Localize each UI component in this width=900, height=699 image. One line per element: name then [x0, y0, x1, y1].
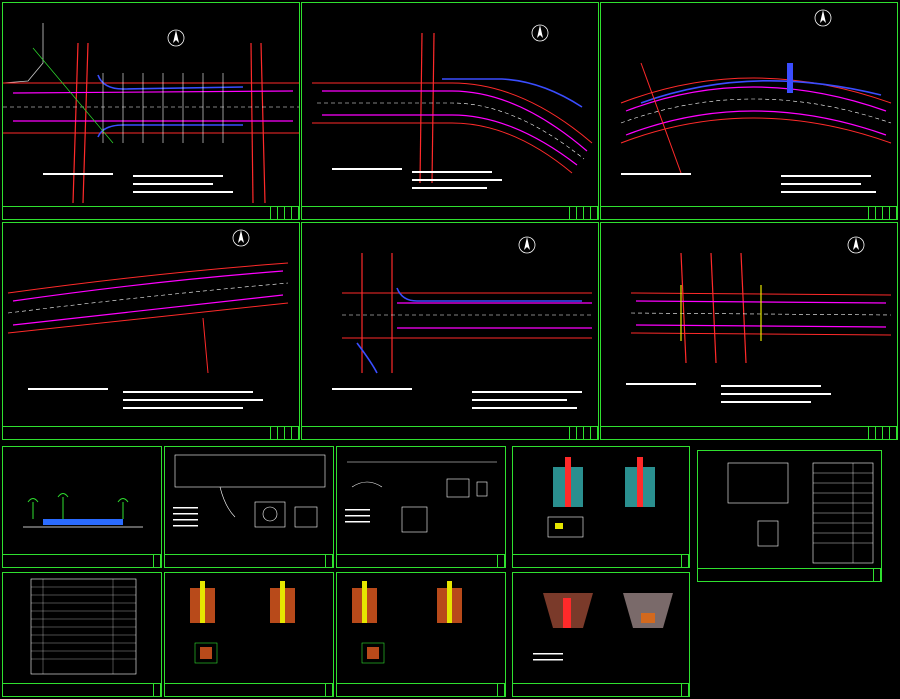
- table-sheet[interactable]: [697, 450, 882, 582]
- detail-sheet-a[interactable]: [164, 446, 334, 568]
- title-block-2: [302, 206, 598, 219]
- well-detail-drawing-a: [190, 581, 295, 664]
- title-block-1: [3, 206, 299, 219]
- detail-drawing-a: [173, 454, 326, 528]
- list-sheet[interactable]: [2, 572, 162, 697]
- plan-sheet-5[interactable]: [301, 222, 599, 440]
- schedule-table-drawing: [727, 462, 874, 564]
- title-block-3: [601, 206, 897, 219]
- pit-detail-drawing: [547, 457, 655, 538]
- detail-drawing-b: [345, 461, 497, 533]
- well-detail-drawing-b: [352, 581, 462, 664]
- plan-sheet-4[interactable]: [2, 222, 300, 440]
- plan-drawing-4: [7, 229, 289, 409]
- pit-detail-sheet[interactable]: [512, 446, 690, 568]
- plan-sheet-6[interactable]: [600, 222, 898, 440]
- well-detail-sheet-b[interactable]: [336, 572, 506, 697]
- plan-sheet-3[interactable]: [600, 2, 898, 220]
- title-block-4: [3, 426, 299, 439]
- detail-sheet-b[interactable]: [336, 446, 506, 568]
- cross-section-drawing: [23, 493, 143, 528]
- plan-drawing-3: [620, 9, 892, 193]
- plan-sheet-1[interactable]: [2, 2, 300, 220]
- plan-drawing-1: [3, 23, 299, 204]
- foundation-sheet[interactable]: [512, 572, 690, 697]
- foundation-drawing: [533, 593, 673, 661]
- plan-drawing-6: [626, 236, 892, 403]
- drawing-list-table: [30, 578, 137, 675]
- title-block-5: [302, 426, 598, 439]
- well-detail-sheet-a[interactable]: [164, 572, 334, 697]
- plan-drawing-2: [312, 24, 593, 189]
- title-block-6: [601, 426, 897, 439]
- plan-drawing-5: [332, 236, 592, 409]
- plan-sheet-2[interactable]: [301, 2, 599, 220]
- section-sheet[interactable]: [2, 446, 162, 568]
